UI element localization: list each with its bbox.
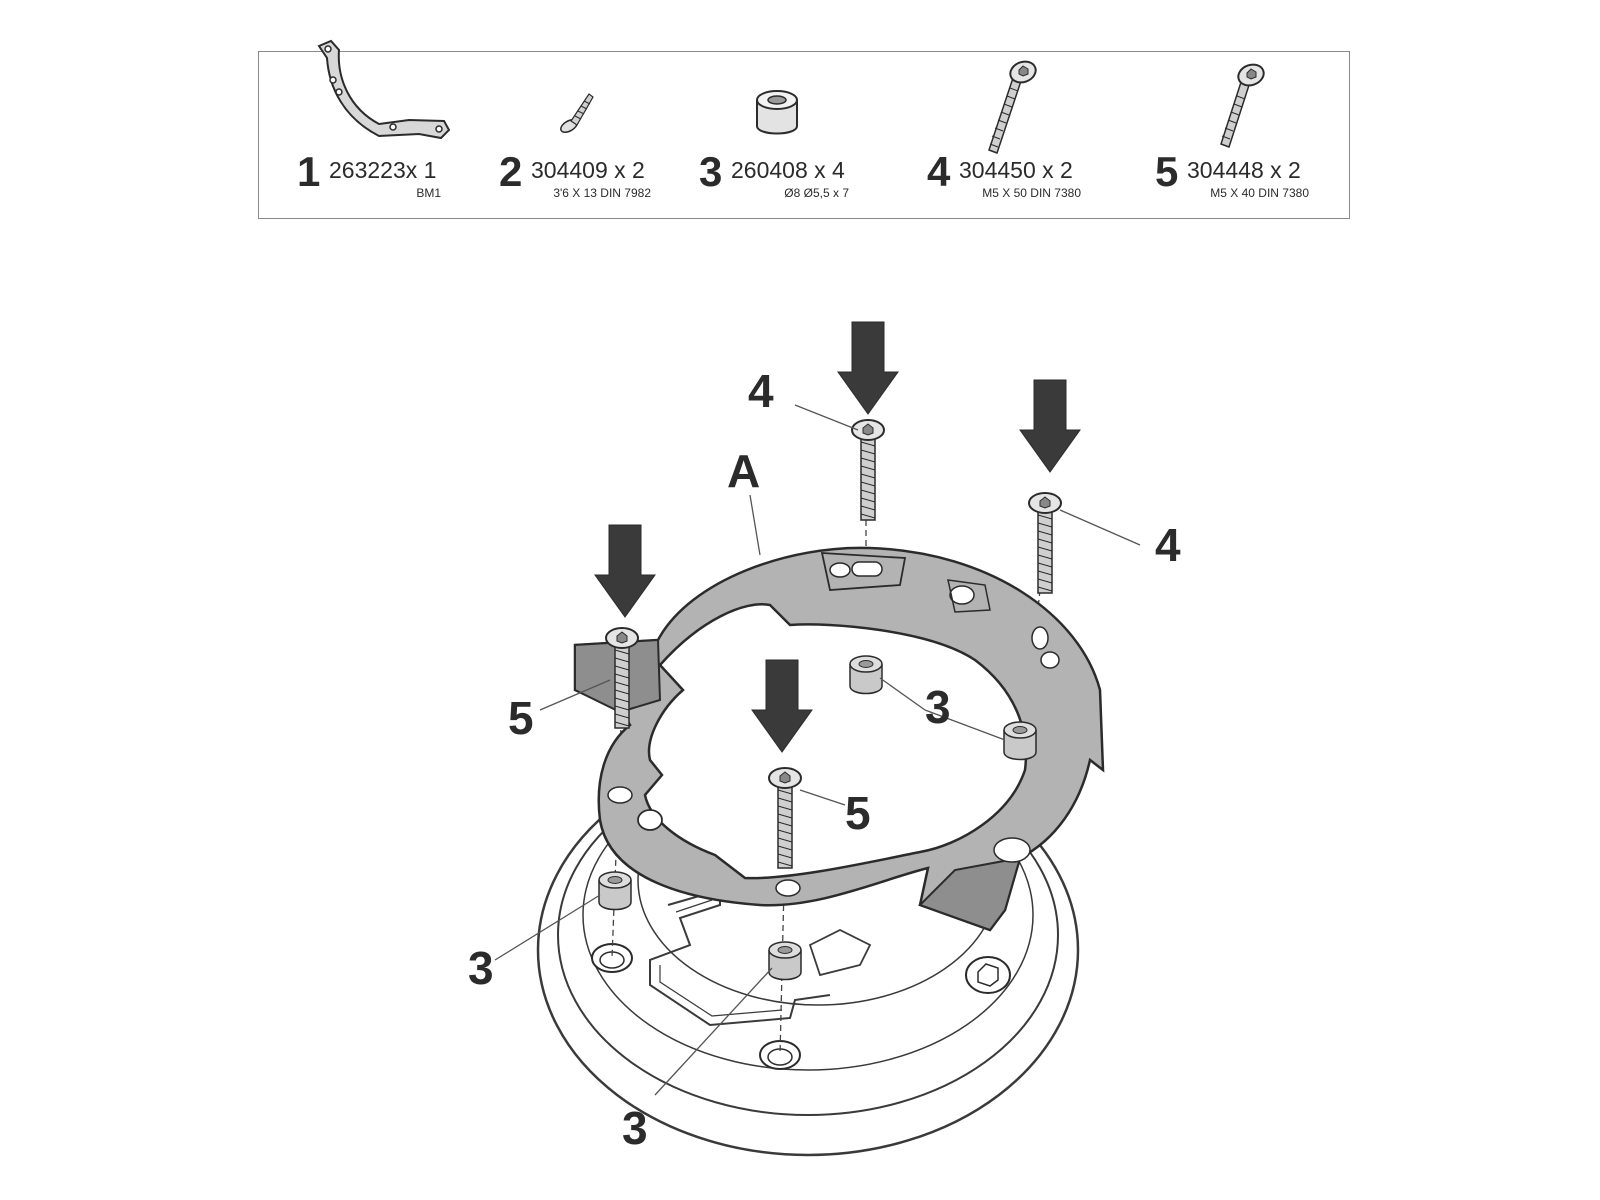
callout-spacer-3-bottom: 3 <box>622 1102 648 1154</box>
long-bolt-icon <box>988 60 1037 154</box>
part-4: 4 304450 x 2 M5 X 50 DIN 7380 <box>919 52 1119 220</box>
part-2-number: 2 <box>499 148 523 195</box>
part-3-code: 260408 x 4 <box>731 157 845 183</box>
part-5: 5 304448 x 2 M5 X 40 DIN 7380 <box>1147 52 1347 220</box>
part-1-code: 263223x 1 <box>329 157 437 183</box>
spacer-icon <box>756 90 798 135</box>
part-4-code: 304450 x 2 <box>959 157 1073 183</box>
bolt-icon <box>1220 63 1265 148</box>
part-2: 2 304409 x 2 3'6 X 13 DIN 7982 <box>491 52 691 220</box>
callout-spacer-3-left: 3 <box>468 942 494 994</box>
bolt-4-right <box>1028 492 1062 594</box>
bolt-4-top <box>851 419 885 521</box>
arrow-down-icon <box>837 321 899 415</box>
part-3: 3 260408 x 4 Ø8 Ø5,5 x 7 <box>691 52 891 220</box>
self-tapping-screw-icon <box>560 93 594 133</box>
tank-ring-bracket-a <box>573 546 1105 932</box>
part-5-spec: M5 X 40 DIN 7380 <box>1210 186 1309 200</box>
parts-list-box: 1 263223x 1 BM1 2 304409 x 2 3'6 X 13 DI… <box>258 39 1350 220</box>
callout-bolt-4-top: 4 <box>748 365 774 417</box>
callout-ring-a: A <box>727 445 761 497</box>
part-1-number: 1 <box>297 148 321 195</box>
part-5-number: 5 <box>1155 148 1179 195</box>
part-1: 1 263223x 1 BM1 <box>259 39 459 220</box>
part-5-code: 304448 x 2 <box>1187 157 1301 183</box>
cap-hex-screw <box>965 956 1011 994</box>
tank-ring-bracket-icon <box>317 39 451 140</box>
part-3-number: 3 <box>699 148 723 195</box>
callout-spacer-3-right: 3 <box>925 681 951 733</box>
callout-leader-lines <box>494 404 1141 1096</box>
spacer-3-bottom <box>768 941 802 981</box>
spacer-3-left <box>598 871 632 911</box>
part-3-spec: Ø8 Ø5,5 x 7 <box>784 186 849 200</box>
part-1-spec: BM1 <box>416 186 441 200</box>
spacer-3-top <box>849 655 883 695</box>
spacer-3-right <box>1003 721 1037 761</box>
base-hole <box>591 943 633 973</box>
part-2-code: 304409 x 2 <box>531 157 645 183</box>
callout-bolt-4-right: 4 <box>1155 519 1181 571</box>
callout-bolt-5-left: 5 <box>508 692 534 744</box>
arrow-down-icon <box>594 524 656 618</box>
part-4-number: 4 <box>927 148 951 195</box>
part-2-spec: 3'6 X 13 DIN 7982 <box>553 186 651 200</box>
arrow-down-icon <box>1019 379 1081 473</box>
part-4-spec: M5 X 50 DIN 7380 <box>982 186 1081 200</box>
callout-bolt-5-center: 5 <box>845 787 871 839</box>
